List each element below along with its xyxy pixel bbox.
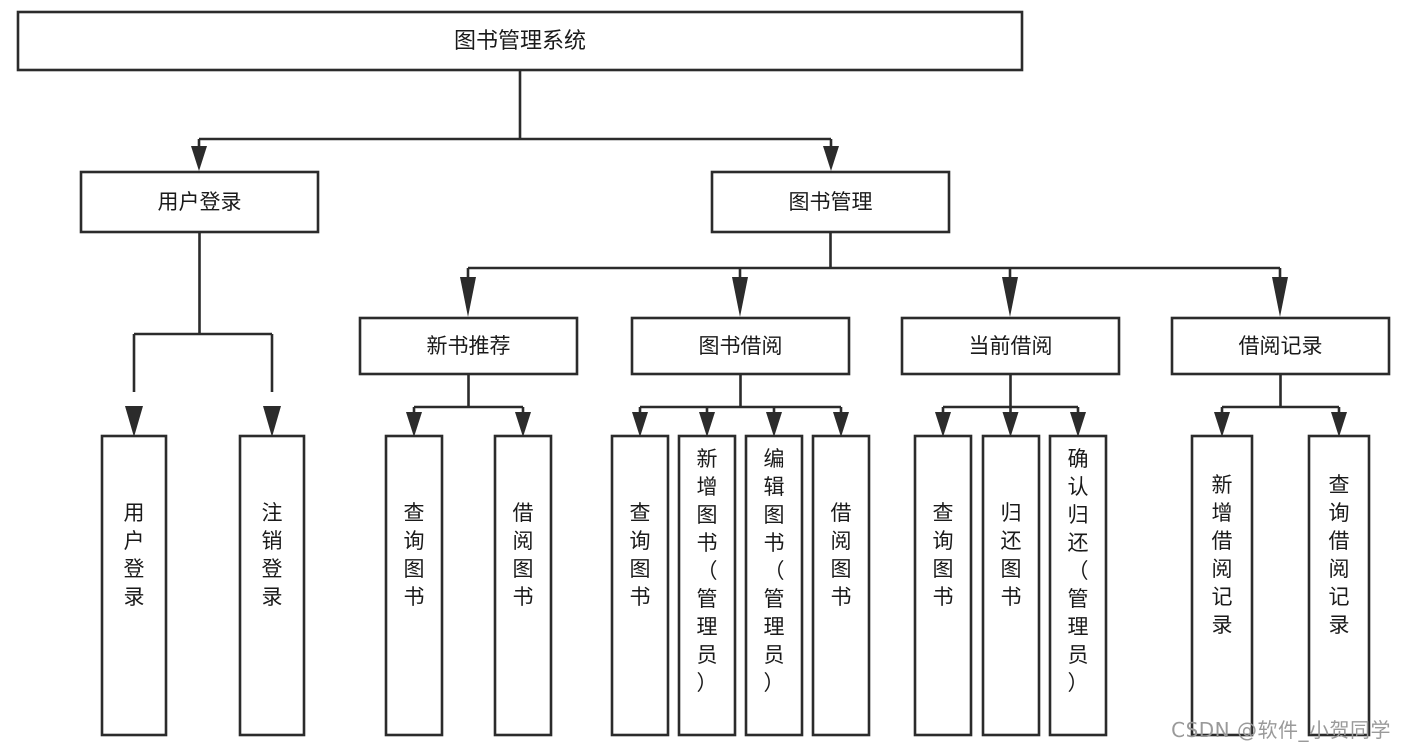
leaf-query-book-1-label: 查询图书 (404, 501, 425, 609)
node-root[interactable]: 图书管理系统 (16, 10, 1024, 72)
node-borrow-record[interactable]: 借阅记录 (1170, 316, 1391, 376)
leaf-query-book-2[interactable]: 查询图书 (610, 434, 670, 737)
arrow-head-icon (1272, 277, 1288, 317)
leaf-return-book[interactable]: 归还图书 (981, 434, 1041, 737)
leaf-add-book[interactable]: 新增图书（管理员） (677, 434, 737, 737)
leaf-user-logout-rect (238, 434, 306, 737)
leaf-confirm-return-label: 确认归还（管理员） (1068, 447, 1089, 695)
leaf-confirm-return[interactable]: 确认归还（管理员） (1048, 434, 1108, 737)
arrow-head-icon (406, 412, 422, 437)
leaf-query-book-2-label: 查询图书 (630, 501, 651, 609)
leaf-borrow-book-2-label: 借阅图书 (831, 501, 852, 609)
arrow-head-icon (766, 412, 782, 437)
arrow-head-icon (833, 412, 849, 437)
new-book-rec-box-label: 新书推荐 (427, 334, 511, 358)
arrow-head-icon (1002, 412, 1019, 437)
leaf-query-book-1-rect (384, 434, 444, 737)
arrow-head-icon (1070, 412, 1086, 437)
leaf-query-book-2-rect (610, 434, 670, 737)
leaf-add-record-label: 新增借阅记录 (1212, 473, 1233, 637)
leaf-user-login[interactable]: 用户登录 (100, 434, 168, 737)
leaf-borrow-book-2[interactable]: 借阅图书 (811, 434, 871, 737)
connector-borrow-record-to-leaves (1214, 374, 1347, 437)
root-box-rect (16, 10, 1024, 72)
csdn-watermark: CSDN @软件_小贺同学 (1171, 718, 1391, 742)
user-login-box-rect (79, 170, 320, 234)
leaf-edit-book[interactable]: 编辑图书（管理员） (744, 434, 804, 737)
node-user-login[interactable]: 用户登录 (79, 170, 320, 234)
leaf-borrow-book-2-rect (811, 434, 871, 737)
connector-book-manage-to-level3 (460, 232, 1288, 317)
connector-new-book-rec-to-leaves (406, 374, 531, 437)
leaf-add-book-label: 新增图书（管理员） (697, 447, 718, 695)
node-new-book-rec[interactable]: 新书推荐 (358, 316, 579, 376)
leaf-query-book-3[interactable]: 查询图书 (913, 434, 973, 737)
arrow-head-icon (732, 277, 748, 317)
leaf-edit-book-rect (744, 434, 804, 737)
leaf-add-record-rect (1190, 434, 1254, 737)
new-book-rec-box-rect (358, 316, 579, 376)
leaf-edit-book-label: 编辑图书（管理员） (764, 447, 785, 695)
leaf-query-record-rect (1307, 434, 1371, 737)
leaf-user-login-label: 用户登录 (124, 501, 145, 609)
arrow-head-icon (125, 406, 143, 437)
leaf-confirm-return-rect (1048, 434, 1108, 737)
connector-book-borrow-to-leaves (632, 374, 849, 437)
book-borrow-box-label: 图书借阅 (699, 334, 783, 358)
arrow-head-icon (1331, 412, 1347, 437)
leaf-add-record[interactable]: 新增借阅记录 (1190, 434, 1254, 737)
arrow-head-icon (823, 146, 839, 171)
arrow-head-icon (1002, 277, 1018, 317)
leaf-borrow-book-1-label: 借阅图书 (513, 501, 534, 609)
arrow-head-icon (515, 412, 531, 437)
arrow-head-icon (460, 277, 476, 317)
leaf-user-logout[interactable]: 注销登录 (238, 434, 306, 737)
arrow-head-icon (935, 412, 951, 437)
leaf-query-record-label: 查询借阅记录 (1329, 473, 1350, 637)
leaf-return-book-label: 归还图书 (1001, 501, 1022, 609)
current-borrow-box-rect (900, 316, 1121, 376)
node-current-borrow[interactable]: 当前借阅 (900, 316, 1121, 376)
leaf-borrow-book-1-rect (493, 434, 553, 737)
user-login-box-label: 用户登录 (158, 190, 242, 214)
leaf-return-book-rect (981, 434, 1041, 737)
arrow-head-icon (699, 412, 715, 437)
arrow-head-icon (1214, 412, 1230, 437)
node-book-manage[interactable]: 图书管理 (710, 170, 951, 234)
borrow-record-box-label: 借阅记录 (1239, 334, 1323, 358)
leaf-borrow-book-1[interactable]: 借阅图书 (493, 434, 553, 737)
leaf-add-book-rect (677, 434, 737, 737)
root-box-label: 图书管理系统 (454, 29, 586, 54)
connector-user-login-to-leaves (125, 232, 281, 437)
current-borrow-box-label: 当前借阅 (969, 334, 1053, 358)
arrow-head-icon (191, 146, 207, 171)
leaf-query-book-1[interactable]: 查询图书 (384, 434, 444, 737)
leaf-query-book-3-rect (913, 434, 973, 737)
book-manage-box-label: 图书管理 (789, 190, 873, 214)
connector-current-borrow-to-leaves (935, 374, 1086, 437)
arrow-head-icon (263, 406, 281, 437)
arrow-head-icon (632, 412, 648, 437)
leaf-query-book-3-label: 查询图书 (933, 501, 954, 609)
leaf-user-login-rect (100, 434, 168, 737)
connector-root-to-level2 (191, 70, 839, 171)
leaf-query-record[interactable]: 查询借阅记录 (1307, 434, 1371, 737)
leaf-user-logout-label: 注销登录 (262, 501, 283, 609)
node-book-borrow[interactable]: 图书借阅 (630, 316, 851, 376)
